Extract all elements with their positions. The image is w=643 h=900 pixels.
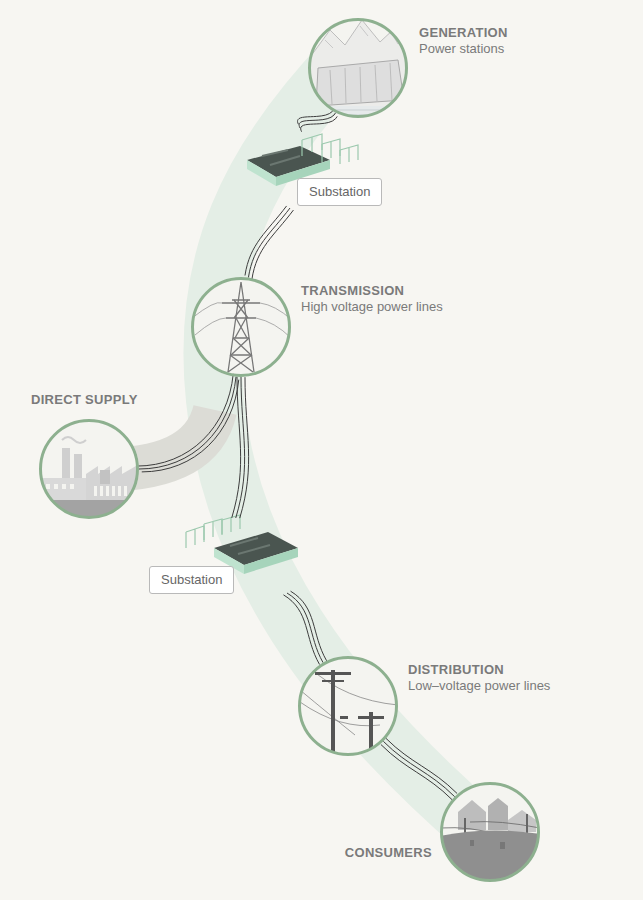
circle-outline xyxy=(442,784,539,881)
stage-subtitle: Low–voltage power lines xyxy=(408,678,550,694)
circle-outline xyxy=(41,421,138,518)
power-line-wire xyxy=(136,374,233,466)
circle-outline xyxy=(193,279,290,376)
stage-subtitle: High voltage power lines xyxy=(301,299,443,315)
power-line xyxy=(381,738,457,800)
substation-label: Substation xyxy=(149,566,234,594)
substation: Substation xyxy=(245,128,395,208)
power-line xyxy=(232,377,249,518)
power-line-wire xyxy=(232,377,241,518)
circle-outline xyxy=(39,419,139,519)
stage-heading: TRANSMISSION xyxy=(301,283,443,299)
substation-text: Substation xyxy=(309,184,370,199)
stage-heading: DISTRIBUTION xyxy=(408,662,550,678)
stage-circle: DISTRIBUTIONLow–voltage power lines xyxy=(298,656,398,756)
substation-label: Substation xyxy=(297,178,382,206)
power-line-wire xyxy=(291,591,327,661)
stage-label: CONSUMERS xyxy=(345,845,432,861)
circle-outline xyxy=(440,782,540,882)
power-line-wire xyxy=(139,377,236,469)
factory-illustration xyxy=(38,437,142,522)
stage-circle: GENERATIONPower stations xyxy=(308,18,408,118)
power-line xyxy=(298,109,338,132)
substation: Substation xyxy=(149,518,300,593)
flow-band xyxy=(212,60,480,830)
houses-illustration xyxy=(440,798,540,885)
circle-outline xyxy=(308,18,408,118)
dam-illustration xyxy=(308,20,410,120)
stage-label: TRANSMISSIONHigh voltage power lines xyxy=(301,283,443,315)
circle-outline xyxy=(191,277,291,377)
substation-text: Substation xyxy=(161,572,222,587)
power-line-wire xyxy=(245,206,287,276)
stage-heading: GENERATION xyxy=(419,25,508,41)
power-line-wire xyxy=(248,208,290,278)
power-line-wire xyxy=(301,116,338,131)
stage-circle: CONSUMERS xyxy=(440,782,540,882)
circle-outline xyxy=(298,656,398,756)
power-line-wire xyxy=(252,210,294,280)
stage-heading: DIRECT SUPPLY xyxy=(31,392,138,408)
power-line-wire xyxy=(287,593,323,663)
stage-label: DISTRIBUTIONLow–voltage power lines xyxy=(408,662,550,694)
stage-label: DIRECT SUPPLY xyxy=(31,392,138,408)
power-line-wire xyxy=(381,745,452,800)
power-line-wire xyxy=(383,741,454,796)
power-line-wire xyxy=(298,109,335,124)
pole-illustration xyxy=(300,668,398,758)
power-line-wire xyxy=(283,595,319,665)
power-line xyxy=(245,206,293,280)
stage-heading: CONSUMERS xyxy=(345,845,432,861)
stage-circle: DIRECT SUPPLY xyxy=(39,419,139,519)
stage-circle: TRANSMISSIONHigh voltage power lines xyxy=(191,277,291,377)
stage-subtitle: Power stations xyxy=(419,41,508,57)
stage-label: GENERATIONPower stations xyxy=(419,25,508,57)
power-line-wire xyxy=(299,113,336,128)
circle-outline xyxy=(310,20,407,117)
power-line-wire xyxy=(386,738,457,793)
power-line xyxy=(283,591,326,664)
power-line-wire xyxy=(142,380,239,472)
circle-outline xyxy=(300,658,397,755)
power-line xyxy=(136,374,239,472)
